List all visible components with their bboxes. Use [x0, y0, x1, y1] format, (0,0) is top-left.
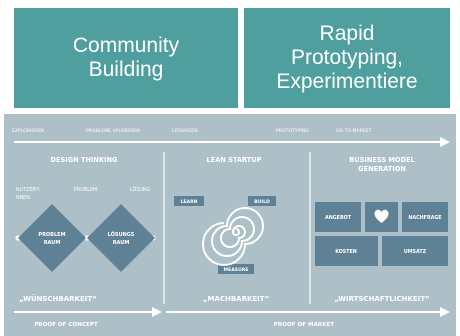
label-proof-of-market: PROOF OF MARKET	[274, 322, 335, 328]
label-measure: MEASURE	[224, 267, 249, 273]
quote-machbarkeit: „MACHBARKEIT“	[203, 295, 269, 303]
label-nutzer-line-2: NNEN	[16, 195, 30, 201]
lean-startup-title: LEAN STARTUP	[207, 156, 262, 164]
label-probleme-validieren: PROBLEME VALIDIEREN	[86, 128, 140, 134]
heart-icon	[374, 209, 389, 223]
learn-box	[174, 196, 204, 206]
label-nutzer-line-1: NUTZER*I	[16, 187, 40, 193]
label-build: BUILD	[254, 199, 270, 205]
label-go-to-market: GO TO MARKET	[336, 128, 372, 134]
proof-of-market-arrow-head	[440, 307, 450, 317]
proof-of-concept-arrow-head	[152, 307, 162, 317]
quote-wirtschaftlichkeit: „WIRTSCHAFTLICHKEIT“	[334, 295, 429, 303]
label-umsatz: UMSATZ	[404, 249, 427, 255]
tile-right-line-3: Experimentiere	[276, 70, 418, 93]
loesungs-raum-line-1: LÖSUNGS	[108, 231, 135, 238]
label-prototyping: PROTOTYPING	[276, 128, 309, 134]
bmg-title-line-2: GENERATION	[358, 165, 406, 173]
loesungs-raum-diamond	[87, 204, 155, 272]
kosten-box	[315, 236, 378, 266]
quote-wuenschbarkeit: „WÜNSCHBARKEIT“	[19, 294, 97, 303]
loesungs-raum-line-2: RAUM	[113, 240, 130, 246]
label-explorieren: EXPLORIEREN	[12, 128, 44, 134]
tile-left-line-1: Community	[72, 34, 180, 57]
design-thinking-title: DESIGN THINKING	[51, 156, 118, 164]
label-problem: PROBLEM	[74, 187, 97, 193]
label-kosten: KOSTEN	[335, 249, 357, 255]
tile-left-line-2: Building	[88, 58, 164, 81]
problem-raum-line-2: RAUM	[44, 240, 61, 246]
tile-right-line-1: Rapid	[319, 22, 375, 45]
tile-right-line-2: Prototyping,	[290, 46, 404, 69]
top-arrow-head	[440, 137, 450, 147]
label-angebot: ANGEBOT	[325, 215, 352, 221]
lean-spiral	[202, 207, 264, 266]
problem-raum-line-1: PROBLEM	[38, 232, 65, 238]
label-nachfrage: NACHFRAGE	[408, 215, 441, 221]
umsatz-box	[382, 236, 448, 266]
problem-raum-diamond	[18, 204, 86, 272]
label-proof-of-concept: PROOF OF CONCEPT	[34, 322, 98, 328]
label-loesung: LÖSUNG	[130, 186, 150, 193]
axis-dot-start	[15, 235, 21, 241]
label-learn: LEARN	[180, 199, 197, 205]
rapid-prototyping-tile: Rapid Prototyping, Experimentiere	[244, 8, 450, 108]
nachfrage-box	[402, 202, 448, 232]
community-building-tile: Community Building	[14, 8, 238, 108]
label-loesungen: LÖSUNGEN	[172, 127, 198, 134]
build-box	[248, 196, 276, 206]
bmg-title-line-1: BUSINESS MODEL	[349, 156, 415, 164]
measure-box	[218, 264, 254, 274]
innovation-process-diagram: EXPLORIEREN PROBLEME VALIDIEREN LÖSUNGEN…	[4, 114, 456, 336]
angebot-box	[315, 202, 361, 232]
